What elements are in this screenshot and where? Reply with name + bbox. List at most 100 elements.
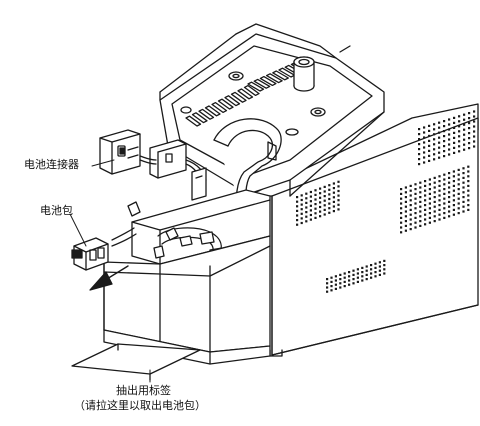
vent-hole — [348, 283, 351, 286]
vent-hole — [462, 186, 465, 189]
vent-hole — [378, 261, 381, 264]
vent-hole — [337, 194, 340, 197]
vent-hole — [468, 142, 471, 145]
vent-hole — [419, 220, 422, 223]
vent-hole — [473, 115, 476, 118]
vent-hole — [457, 212, 460, 215]
vent-hole — [448, 143, 451, 146]
vent-hole — [457, 188, 460, 191]
vent-hole — [468, 147, 471, 150]
vent-hole — [370, 276, 373, 279]
vent-hole — [365, 265, 368, 268]
vent-hole — [452, 184, 455, 187]
vent-hole — [319, 210, 322, 213]
heatsink-fin — [272, 70, 289, 81]
vent-hole — [328, 202, 331, 205]
vent-hole — [453, 121, 456, 124]
vent-hole — [458, 120, 461, 123]
vent-hole — [409, 189, 412, 192]
vent-hole — [433, 186, 436, 189]
vent-hole — [443, 130, 446, 133]
vent-hole — [463, 138, 466, 141]
vent-hole — [433, 181, 436, 184]
vent-hole — [433, 191, 436, 194]
vent-hole — [438, 136, 441, 139]
vent-hole — [343, 276, 346, 279]
vent-hole — [462, 172, 465, 175]
heatsink-fin — [253, 78, 271, 89]
vent-hole — [378, 273, 381, 276]
vent-hole — [374, 275, 377, 278]
vent-hole — [438, 151, 441, 154]
vent-hole — [356, 280, 359, 283]
vent-hole — [433, 205, 436, 208]
heatsink-fin — [243, 84, 260, 97]
vent-hole — [443, 178, 446, 181]
vent-hole — [467, 204, 470, 207]
vent-hole — [400, 231, 403, 234]
vent-hole — [337, 185, 340, 188]
vent-hole — [468, 117, 471, 120]
vent-hole — [473, 130, 476, 133]
vent-hole — [428, 159, 431, 162]
vent-hole — [443, 145, 446, 148]
vent-hole — [314, 212, 317, 215]
leader-lines — [69, 159, 151, 383]
vent-hole — [339, 278, 342, 281]
heatsink-fin — [217, 98, 234, 110]
vent-hole — [319, 205, 322, 209]
vent-hole — [443, 155, 446, 158]
vent-hole — [452, 204, 455, 207]
vent-hole — [424, 199, 427, 202]
vent-hole — [409, 223, 412, 226]
vent-hole — [433, 220, 436, 223]
vent-hole — [448, 153, 451, 156]
vent-hole — [462, 196, 465, 199]
vent-hole — [343, 280, 346, 283]
vent-hole — [378, 265, 381, 268]
vent-grids — [296, 110, 476, 293]
battery-pack-plug — [71, 227, 137, 271]
vent-hole — [419, 191, 422, 194]
vent-hole — [443, 188, 446, 191]
vent-hole — [404, 215, 407, 218]
vent-hole — [409, 218, 412, 221]
vent-hole — [383, 264, 386, 267]
vent-hole — [438, 146, 441, 149]
vent-hole — [453, 151, 456, 154]
vent-hole — [463, 113, 466, 116]
vent-hole — [457, 173, 460, 176]
vent-hole — [339, 286, 342, 289]
heatsink-fin — [204, 105, 221, 117]
vent-hole — [424, 180, 427, 183]
vent-hole — [438, 126, 441, 129]
vent-hole — [448, 215, 451, 218]
vent-hole — [296, 214, 299, 217]
vent-hole — [314, 193, 317, 196]
vent-hole — [352, 273, 355, 276]
vent-hole — [438, 218, 441, 221]
vent-hole — [400, 226, 403, 229]
vent-hole — [423, 131, 426, 134]
vent-hole — [467, 165, 470, 168]
vent-hole — [443, 207, 446, 210]
vent-hole — [404, 220, 407, 223]
vent-hole — [343, 285, 346, 288]
vent-hole — [473, 110, 476, 113]
vent-hole — [305, 215, 308, 218]
vent-hole — [374, 266, 377, 269]
vent-hole — [453, 126, 456, 129]
vent-hole — [448, 210, 451, 213]
vent-hole — [424, 189, 427, 192]
vent-hole — [370, 268, 373, 271]
vent-hole — [314, 189, 317, 192]
vent-hole — [428, 134, 431, 137]
vent-hole — [473, 135, 476, 138]
vent-hole — [330, 285, 333, 288]
vent-hole — [457, 197, 460, 200]
vent-hole — [463, 123, 466, 126]
vent-hole — [418, 148, 421, 151]
vent-hole — [356, 272, 359, 275]
vent-hole — [463, 143, 466, 146]
vent-hole — [458, 150, 461, 153]
